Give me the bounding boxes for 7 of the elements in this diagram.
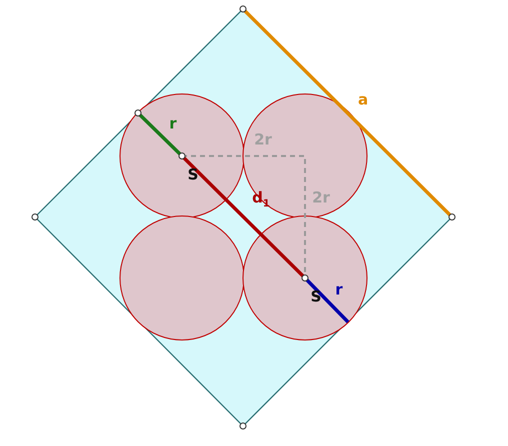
math-label: 2r xyxy=(312,190,330,206)
math-label: 2r xyxy=(254,132,272,148)
math-label: a xyxy=(358,92,368,108)
math-label: r xyxy=(169,116,177,132)
math-label: S xyxy=(188,168,198,182)
math-label: S xyxy=(310,290,322,304)
math-label: r xyxy=(335,282,343,298)
